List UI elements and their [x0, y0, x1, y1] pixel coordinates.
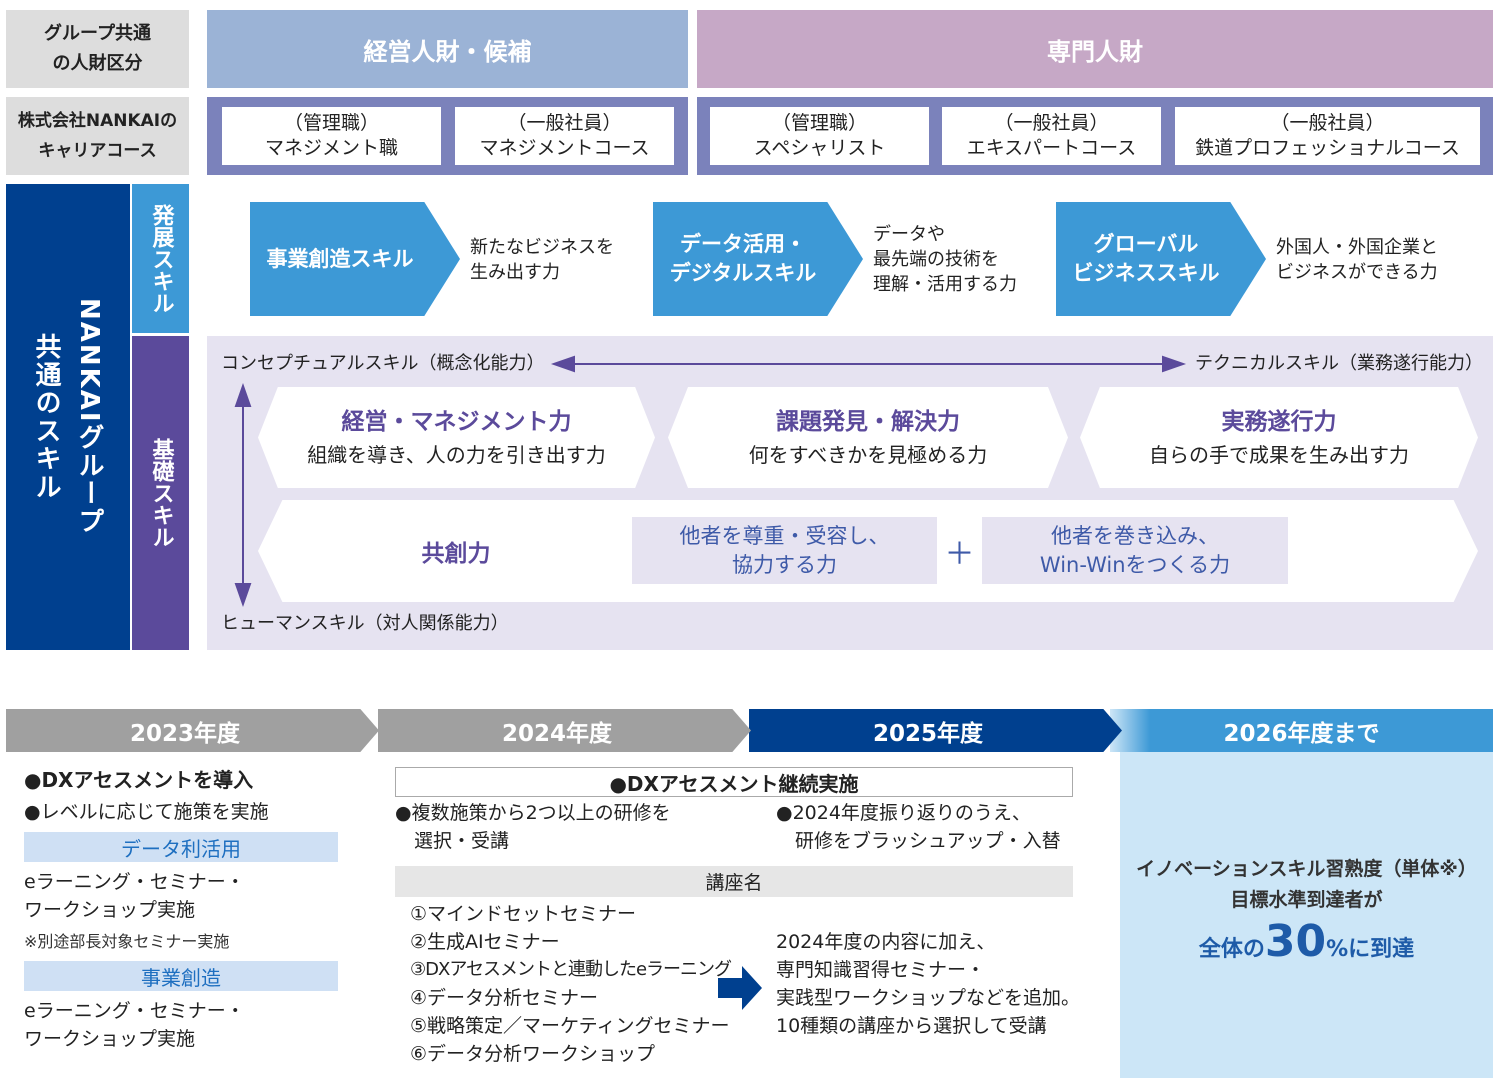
goal-target: 全体の30%に到達 [1198, 920, 1415, 966]
goal-suffix: %に到達 [1326, 937, 1415, 962]
management-skill: 経営・マネジメント力組織を導き、人の力を引き出す力 [258, 387, 655, 488]
data-utilization-header: データ利活用 [24, 832, 338, 862]
goal-panel [1120, 752, 1493, 1078]
advanced-skills-text: 発展スキル [148, 203, 174, 314]
course-box: （一般社員） マネジメントコース [455, 107, 674, 165]
course-type: （一般社員） [1270, 112, 1385, 134]
goal-prefix: 全体の [1198, 937, 1265, 962]
course-name: エキスパートコース [966, 137, 1137, 159]
dx-assessment-continued: ●DXアセスメント継続実施 [395, 767, 1073, 797]
arrow-down-icon [234, 583, 252, 608]
y2025-bullet: ●2024年度振り返りのうえ、 研修をブラッシュアップ・入替 [776, 802, 1061, 852]
axis-arrows [234, 355, 1187, 608]
manager-seminar-note: ※別途部長対象セミナー実施 [24, 932, 230, 951]
course-box: （管理職） マネジメント職 [222, 107, 441, 165]
skill-description: 自らの手で成果を生み出す力 [1149, 442, 1409, 467]
goal-percent-value: 30 [1264, 916, 1327, 967]
human-skill-label: ヒューマンスキル（対人関係能力） [221, 613, 509, 634]
cocreation-name: 共創力 [421, 541, 491, 567]
goal-text: イノベーションスキル習熟度（単体※） 目標水準到達者が 全体の30%に到達 [1120, 854, 1493, 966]
data-utilization-text: eラーニング・セミナー・ ワークショップ実施 [24, 871, 245, 921]
course-item: ④データ分析セミナー [410, 987, 599, 1009]
course-list: ①マインドセットセミナー ②生成AIセミナー ③DXアセスメントと連動したeラー… [410, 900, 732, 1068]
skill-description: 外国人・外国企業と ビジネスができる力 [1276, 237, 1438, 283]
course-item: ⑤戦略策定／マーケティングセミナー [410, 1015, 730, 1037]
course-name-header: 講座名 [395, 866, 1073, 897]
arrow-left-icon [550, 355, 575, 373]
course-box: （一般社員） 鉄道プロフェッショナルコース [1175, 107, 1480, 165]
course-item: ②生成AIセミナー [410, 931, 560, 953]
skill-description: 組織を導き、人の力を引き出す力 [307, 442, 606, 467]
course-type: （管理職） [283, 112, 379, 134]
technical-skill-label: テクニカルスキル（業務遂行能力） [1195, 353, 1483, 374]
business-creation-header: 事業創造 [24, 961, 338, 991]
win-win-box: 他者を巻き込み、 Win-Winをつくる力 [982, 517, 1288, 584]
course-box: （一般社員） エキスパートコース [942, 107, 1161, 165]
basic-skills-text: 基礎スキル [148, 438, 174, 548]
goal-line2: 目標水準到達者が [1230, 889, 1383, 911]
skill-name: 実務遂行力 [1221, 408, 1337, 435]
course-box: （管理職） スペシャリスト [710, 107, 929, 165]
common-skills-text: 共通のスキル [31, 333, 61, 501]
business-creation-text: eラーニング・セミナー・ ワークショップ実施 [24, 1000, 245, 1050]
course-item: ③DXアセスメントと連動したeラーニング [410, 959, 732, 980]
group-name: NANKAIグループ [74, 298, 104, 536]
goal-line1: イノベーションスキル習熟度（単体※） [1136, 858, 1477, 880]
category-label: グループ共通 の人財区分 [6, 10, 189, 88]
arrow-right-icon [718, 966, 762, 1010]
arrow-right-icon [1162, 355, 1187, 373]
global-business-skill: グローバル ビジネススキル [1056, 202, 1266, 316]
skill-name: 経営・マネジメント力 [341, 408, 572, 435]
course-name: マネジメント職 [264, 137, 398, 159]
specialist-talent-header: 専門人財 [697, 10, 1493, 88]
course-item: ①マインドセットセミナー [410, 903, 637, 925]
plus-icon: ＋ [944, 536, 975, 572]
data-digital-skill: データ活用・ デジタルスキル [653, 202, 863, 316]
respect-accept-box: 他者を尊重・受容し、 協力する力 [632, 517, 937, 584]
problem-solving-skill: 課題発見・解決力何をすべきかを見極める力 [668, 387, 1068, 488]
course-name: マネジメントコース [479, 137, 650, 159]
group-common-skills-label: NANKAIグループ 共通のスキル [6, 184, 130, 650]
year-2025: 2025年度 [749, 709, 1122, 752]
course-name: 鉄道プロフェッショナルコース [1195, 137, 1460, 159]
management-talent-header: 経営人財・候補 [207, 10, 688, 88]
skill-description: 新たなビジネスを 生み出す力 [470, 237, 614, 283]
conceptual-skill-label: コンセプチュアルスキル（概念化能力） [221, 353, 545, 374]
advanced-skills-label: 発展スキル [132, 184, 189, 333]
course-type: （一般社員） [507, 112, 622, 134]
skill-description: 何をすべきかを見極める力 [748, 442, 988, 467]
y2024-bullet: ●複数施策から2つ以上の研修を 選択・受講 [395, 802, 671, 852]
business-creation-skill: 事業創造スキル [250, 202, 460, 316]
execution-skill: 実務遂行力自らの手で成果を生み出す力 [1080, 387, 1478, 488]
course-type: （一般社員） [994, 112, 1109, 134]
year-2023: 2023年度 [6, 709, 379, 752]
course-name: スペシャリスト [753, 137, 886, 159]
course-item: ⑥データ分析ワークショップ [410, 1043, 656, 1065]
dx-assessment-intro: ●DXアセスメントを導入 [24, 768, 254, 792]
y2025-description: 2024年度の内容に加え、 専門知識習得セミナー・ 実践型ワークショップなどを追… [776, 931, 1081, 1037]
course-type: （管理職） [771, 112, 867, 134]
year-2024: 2024年度 [378, 709, 751, 752]
level-based-measures: ●レベルに応じて施策を実施 [24, 801, 269, 823]
basic-skills-label: 基礎スキル [132, 336, 189, 650]
arrow-up-icon [234, 382, 252, 407]
career-course-label: 株式会社NANKAIの キャリアコース [6, 97, 189, 175]
skill-description: データや 最先端の技術を 理解・活用する力 [873, 224, 1017, 295]
year-2026: 2026年度まで [1110, 709, 1493, 752]
skill-name: 課題発見・解決力 [776, 408, 960, 435]
